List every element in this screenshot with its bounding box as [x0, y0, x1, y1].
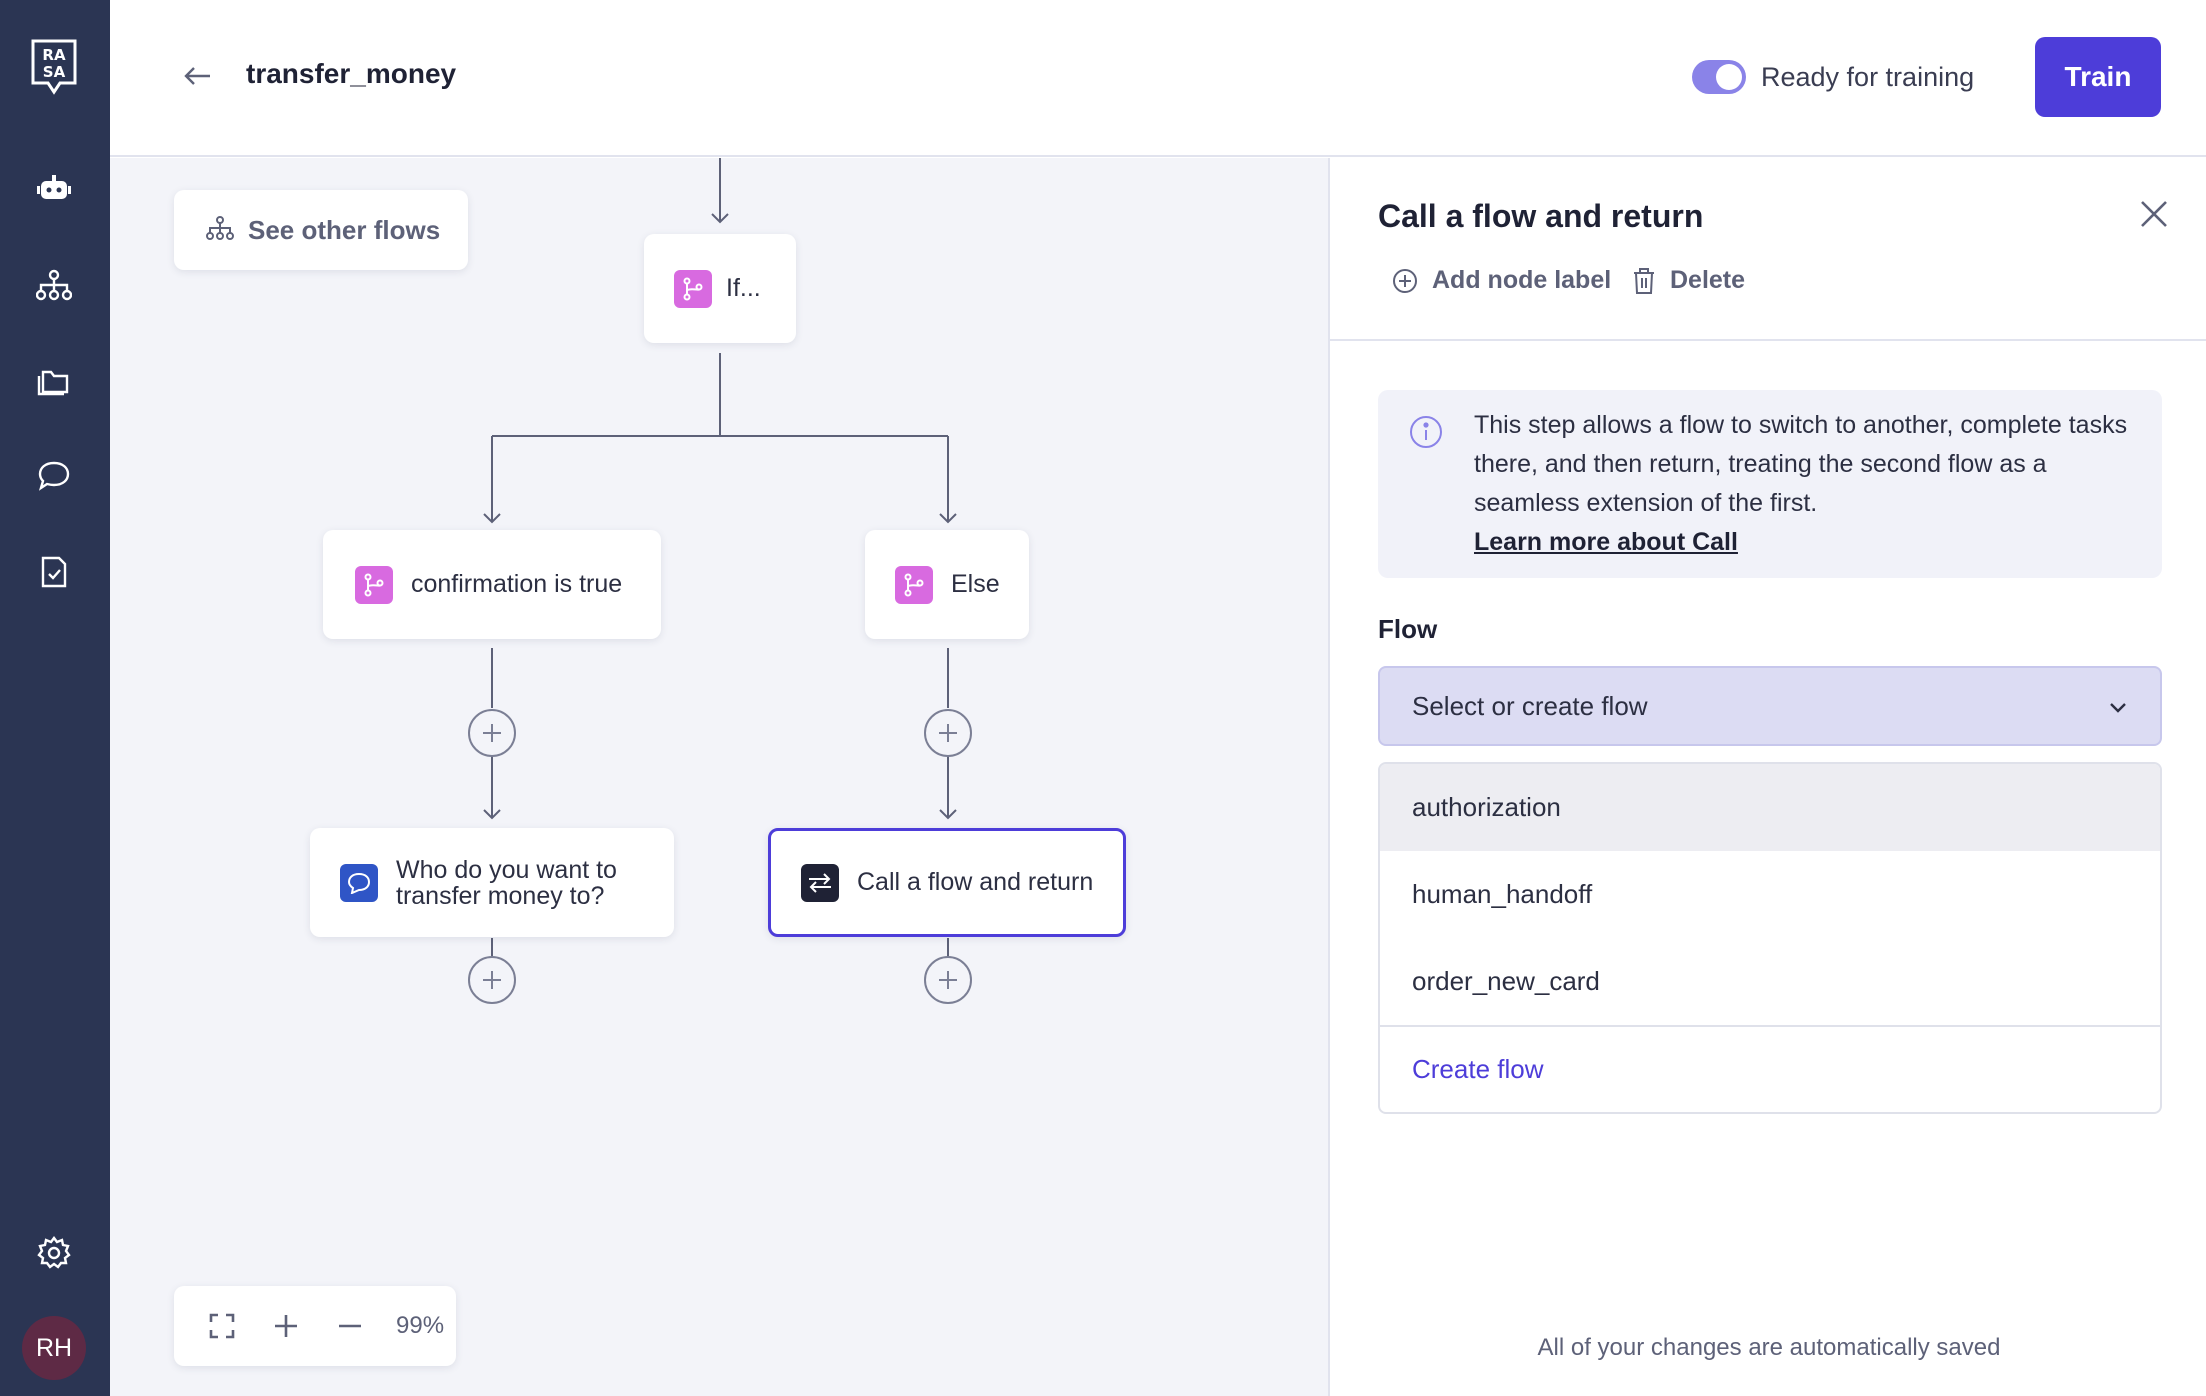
svg-text:SA: SA: [43, 63, 66, 81]
delete-label: Delete: [1670, 266, 1746, 294]
flows-icon: [206, 215, 234, 245]
autosave-note: All of your changes are automatically sa…: [1537, 1334, 2001, 1361]
info-icon: [1408, 414, 1444, 450]
dropdown-option[interactable]: authorization: [1380, 764, 2160, 851]
learn-more-link[interactable]: Learn more about Call: [1474, 528, 1738, 556]
dropdown-option[interactable]: order_new_card: [1412, 966, 1600, 996]
zoom-controls: 99%: [174, 1286, 456, 1366]
branch-icon: [355, 565, 393, 604]
chevron-down-icon: [2104, 694, 2132, 722]
fit-view-icon[interactable]: [204, 1308, 240, 1344]
add-step-plus-icon[interactable]: [468, 709, 516, 757]
flow-field-label: Flow: [1378, 614, 1438, 644]
gear-icon[interactable]: [35, 1234, 73, 1272]
train-button[interactable]: Train: [2035, 37, 2161, 117]
dropdown-option[interactable]: human_handoff: [1412, 879, 1593, 909]
see-other-flows-label: See other flows: [248, 214, 441, 245]
robot-icon[interactable]: [35, 170, 73, 208]
flow-canvas[interactable]: See other flows If... confirmation is tr…: [110, 158, 1328, 1396]
branch-node-else[interactable]: Else: [865, 530, 1029, 639]
add-node-label-button[interactable]: Add node label: [1392, 266, 1611, 295]
rasa-logo[interactable]: RA SA: [30, 38, 78, 96]
chat-icon[interactable]: [35, 457, 73, 495]
add-circle-icon: [1393, 268, 1417, 293]
add-node-label-text: Add node label: [1432, 266, 1612, 294]
if-node[interactable]: If...: [644, 234, 796, 343]
info-text: This step allows a flow to switch to ano…: [1474, 411, 2128, 517]
collect-node-label: Who do you want to transfer money to?: [396, 855, 617, 910]
branch-true-label: confirmation is true: [411, 570, 623, 598]
flows-icon[interactable]: [35, 266, 73, 304]
flow-select-placeholder: Select or create flow: [1412, 690, 1648, 721]
call-flow-node-label: Call a flow and return: [857, 868, 1094, 896]
create-flow-option[interactable]: Create flow: [1380, 1025, 2160, 1111]
trash-icon: [1634, 267, 1654, 294]
message-icon: [340, 863, 378, 902]
step-details-panel: Call a flow and return Add node label De…: [1328, 158, 2206, 1396]
zoom-level: 99%: [396, 1312, 445, 1339]
delete-button[interactable]: Delete: [1632, 266, 1745, 295]
zoom-out-icon[interactable]: [332, 1308, 368, 1344]
collect-node[interactable]: Who do you want to transfer money to?: [310, 828, 674, 937]
add-step-plus-icon[interactable]: [468, 956, 516, 1004]
panel-title: Call a flow and return: [1378, 198, 1704, 234]
add-step-plus-icon[interactable]: [924, 709, 972, 757]
add-step-plus-icon[interactable]: [924, 956, 972, 1004]
call-flow-node-selected[interactable]: Call a flow and return: [768, 828, 1126, 937]
flow-name: transfer_money: [246, 58, 457, 89]
flow-select[interactable]: Select or create flow: [1378, 666, 2162, 746]
ready-for-training-toggle[interactable]: [1692, 60, 1746, 94]
flow-dropdown-menu: authorization human_handoff order_new_ca…: [1378, 762, 2162, 1114]
ready-for-training-label: Ready for training: [1761, 62, 1975, 92]
branch-icon: [895, 565, 933, 604]
top-header: transfer_money Ready for training Train: [110, 0, 2206, 157]
if-node-label: If...: [726, 274, 761, 302]
folder-icon[interactable]: [35, 362, 73, 400]
checklist-icon[interactable]: [35, 553, 73, 591]
info-callout: This step allows a flow to switch to ano…: [1378, 390, 2162, 578]
see-other-flows-button[interactable]: See other flows: [174, 190, 468, 270]
branch-icon: [674, 269, 712, 308]
back-arrow-icon[interactable]: [180, 58, 216, 94]
svg-text:RA: RA: [42, 46, 66, 64]
zoom-in-icon[interactable]: [268, 1308, 304, 1344]
branch-node-true[interactable]: confirmation is true: [323, 530, 661, 639]
branch-else-label: Else: [951, 570, 1000, 598]
avatar[interactable]: RH: [22, 1316, 86, 1380]
panel-divider: [1330, 339, 2206, 341]
swap-arrows-icon: [801, 863, 839, 902]
close-icon[interactable]: [2138, 198, 2170, 230]
flow-connectors: [483, 158, 957, 960]
sidebar: RA SA RH: [0, 0, 110, 1396]
